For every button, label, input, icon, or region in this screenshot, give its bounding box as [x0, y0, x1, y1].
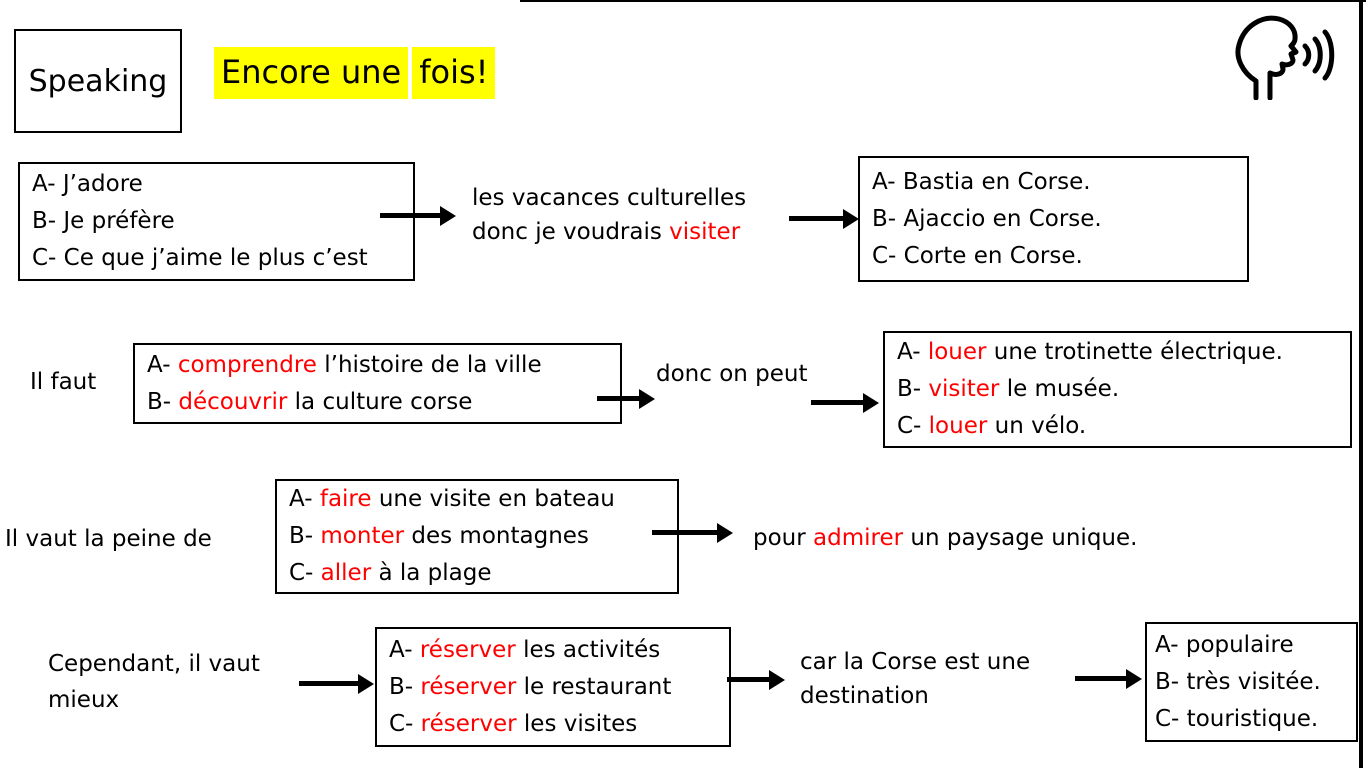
speaking-title-box: Speaking [14, 29, 182, 133]
option-line: A- faire une visite en bateau [289, 486, 615, 512]
headline-highlight-1: Encore une [214, 47, 409, 99]
row3-label: Il vaut la peine de [5, 526, 212, 552]
option-line: B- visiter le musée. [897, 376, 1120, 402]
arrow [811, 400, 863, 405]
connector-line: destination [800, 683, 929, 709]
option-line: B- monter des montagnes [289, 523, 589, 549]
option-line: C- louer un vélo. [897, 413, 1087, 439]
row2-connector: donc on peut [656, 361, 808, 387]
option-line: C- touristique. [1155, 705, 1319, 732]
option-line: C- Corte en Corse. [872, 242, 1083, 269]
row4-connector: car la Corse est une destination [800, 645, 1030, 713]
option-line: A- J’adore [32, 171, 143, 197]
arrow [380, 213, 440, 218]
headline-highlight-2: fois! [412, 47, 496, 99]
speaking-label: Speaking [28, 63, 168, 99]
row4-label-line: Cependant, il vaut [48, 651, 260, 677]
choice-box-r3: A- faire une visite en bateau B- monter … [275, 479, 679, 594]
speaking-head-icon [1235, 15, 1335, 100]
option-line: A- réserver les activités [389, 636, 661, 663]
connector-text-r1: les vacances culturelles donc je voudrai… [472, 181, 746, 249]
option-line: A- louer une trotinette électrique. [897, 339, 1283, 365]
slide-border-right [1359, 0, 1363, 768]
option-line: B- réserver le restaurant [389, 673, 672, 700]
arrow [727, 677, 769, 682]
row2-label: Il faut [30, 369, 97, 395]
row3-tail-text: pour admirer un paysage unique. [753, 525, 1138, 551]
option-line: B- très visitée. [1155, 668, 1321, 695]
slide-border-top [520, 0, 1366, 2]
choice-box-r2-right: A- louer une trotinette électrique. B- v… [883, 331, 1352, 448]
option-line: B- Je préfère [32, 208, 175, 234]
choice-box-r2-left: A- comprendre l’histoire de la ville B- … [133, 343, 622, 424]
option-line: C- réserver les visites [389, 710, 638, 737]
option-line: C- aller à la plage [289, 560, 492, 586]
option-line: C- Ce que j’aime le plus c’est [32, 245, 368, 271]
row4-label-line: mieux [48, 687, 120, 713]
option-line: A- populaire [1155, 631, 1294, 658]
arrow [597, 396, 639, 401]
choice-box-r1-left: A- J’adore B- Je préfère C- Ce que j’aim… [18, 162, 415, 281]
arrow [1075, 676, 1126, 681]
option-line: B- découvrir la culture corse [147, 388, 473, 415]
option-line: A- comprendre l’histoire de la ville [147, 351, 542, 378]
arrow [652, 530, 717, 535]
option-line: A- Bastia en Corse. [872, 168, 1091, 195]
connector-line: les vacances culturelles [472, 185, 747, 211]
option-line: B- Ajaccio en Corse. [872, 205, 1102, 232]
choice-box-r4-right: A- populaire B- très visitée. C- tourist… [1145, 622, 1358, 742]
arrow [299, 681, 358, 686]
connector-line: donc je voudrais visiter [472, 219, 741, 245]
arrow [789, 216, 843, 221]
choice-box-r1-right: A- Bastia en Corse. B- Ajaccio en Corse.… [858, 156, 1249, 282]
row4-label: Cependant, il vaut mieux [48, 646, 260, 718]
choice-box-r4-left: A- réserver les activités B- réserver le… [375, 627, 731, 747]
connector-line: car la Corse est une [800, 649, 1031, 675]
